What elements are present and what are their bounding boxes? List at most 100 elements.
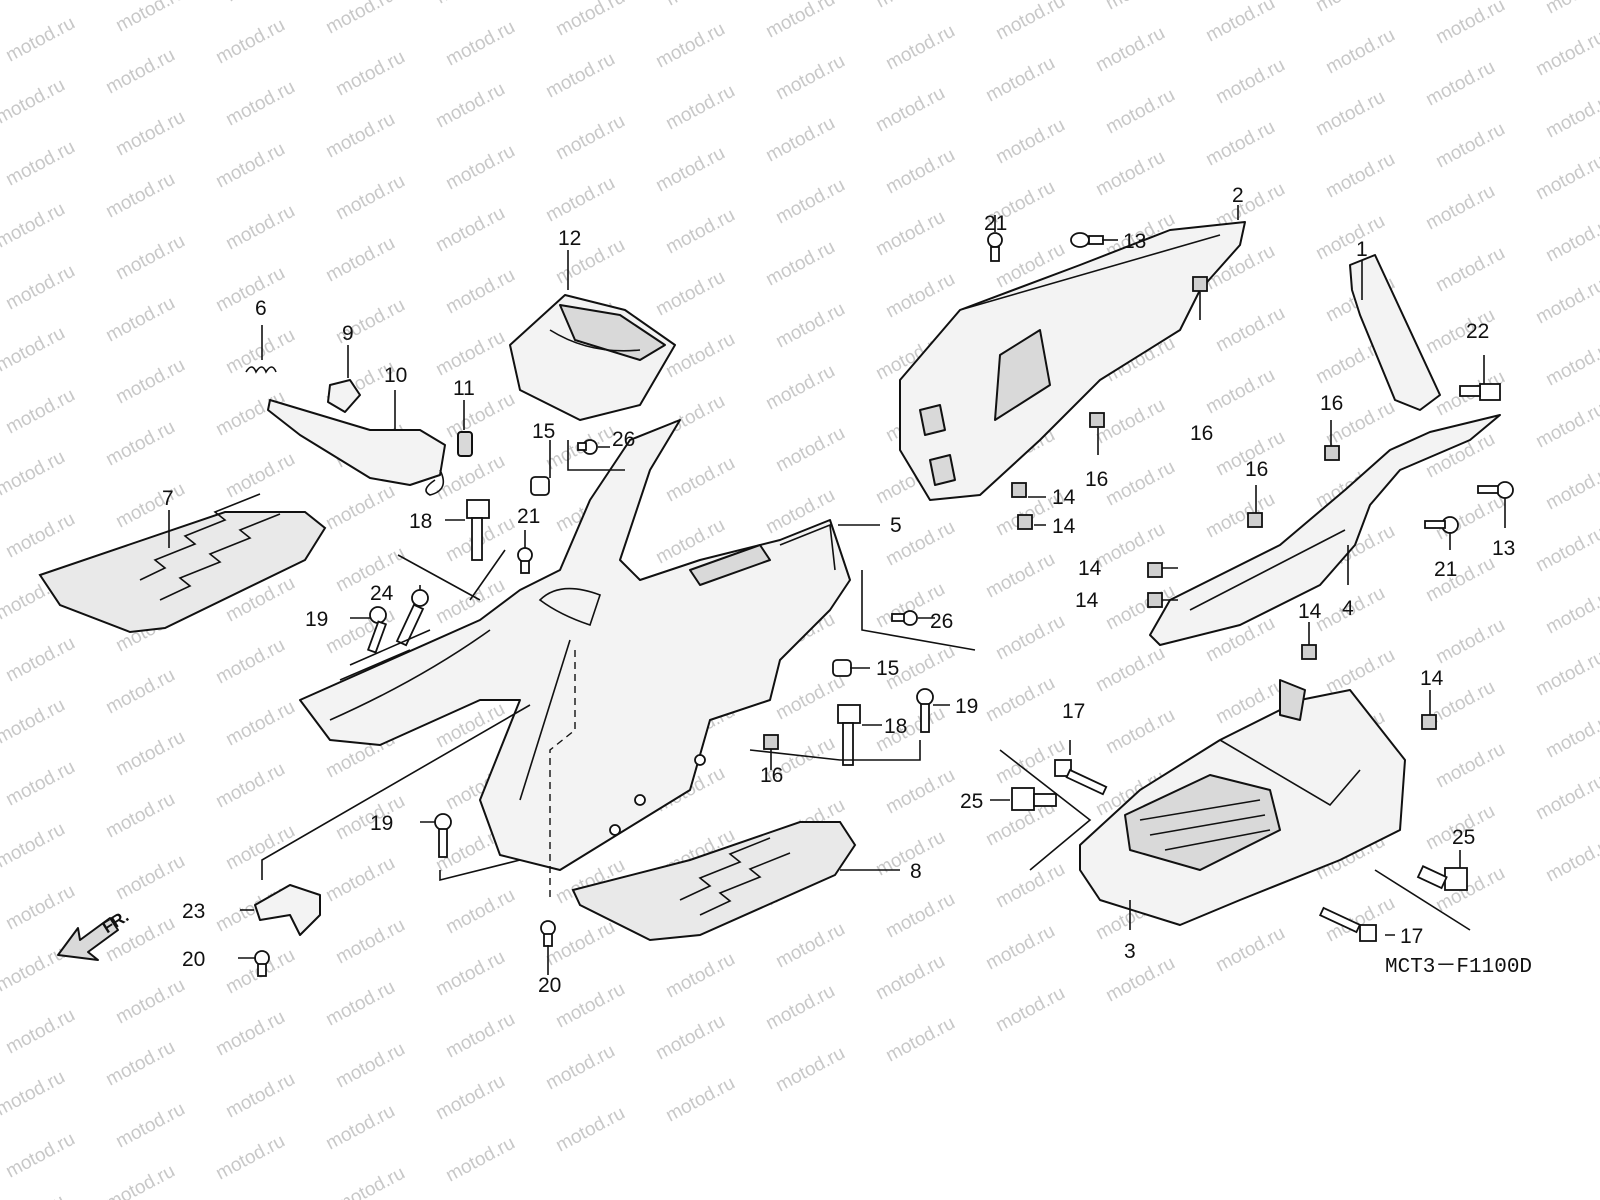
watermark-text: motod.ru xyxy=(432,79,508,133)
watermark-text: motod.ru xyxy=(332,47,408,101)
watermark-text: motod.ru xyxy=(1432,863,1508,917)
watermark-text: motod.ru xyxy=(662,949,738,1003)
watermark-text: motod.ru xyxy=(432,451,508,505)
callout-19: 19 xyxy=(955,695,978,718)
watermark-text: motod.ru xyxy=(542,1041,618,1095)
watermark-text: motod.ru xyxy=(652,143,728,197)
watermark-text: motod.ru xyxy=(442,141,518,195)
watermark-text: motod.ru xyxy=(1102,0,1178,14)
watermark-text: motod.ru xyxy=(102,1161,178,1200)
watermark-text: motod.ru xyxy=(0,1191,69,1200)
watermark-text: motod.ru xyxy=(652,19,728,73)
watermark-text: motod.ru xyxy=(1432,0,1508,48)
watermark-text: motod.ru xyxy=(222,77,298,131)
watermark-text: motod.ru xyxy=(222,821,298,875)
watermark-text: motod.ru xyxy=(2,137,78,191)
watermark-text: motod.ru xyxy=(112,1099,188,1153)
watermark-text: motod.ru xyxy=(222,201,298,255)
watermark-text: motod.ru xyxy=(222,0,298,6)
callout-17: 17 xyxy=(1062,700,1085,723)
watermark-text: motod.ru xyxy=(2,13,78,67)
callout-19: 19 xyxy=(305,608,328,631)
watermark-text: motod.ru xyxy=(662,329,738,383)
part-6-spring xyxy=(245,366,277,374)
watermark-text: motod.ru xyxy=(322,481,398,535)
watermark-text: motod.ru xyxy=(772,423,848,477)
watermark-text: motod.ru xyxy=(982,53,1058,107)
watermark-text: motod.ru xyxy=(212,139,288,193)
watermark-text: motod.ru xyxy=(992,0,1068,44)
callout-14: 14 xyxy=(1298,600,1322,623)
watermark-text: motod.ru xyxy=(0,323,69,377)
watermark-text: motod.ru xyxy=(442,885,518,939)
watermark-text: motod.ru xyxy=(112,107,188,161)
watermark-text: motod.ru xyxy=(332,1163,408,1200)
watermark-text: motod.ru xyxy=(1542,89,1600,143)
watermark-text: motod.ru xyxy=(1532,523,1600,577)
callout-21: 21 xyxy=(984,212,1007,235)
part-23-bracket xyxy=(254,884,321,936)
watermark-text: motod.ru xyxy=(552,0,628,40)
watermark-text: motod.ru xyxy=(2,633,78,687)
callout-21: 21 xyxy=(517,505,540,528)
watermark-text: motod.ru xyxy=(432,0,508,8)
watermark-text: motod.ru xyxy=(992,611,1068,665)
part-8-floor-mat-right xyxy=(571,821,857,942)
watermark-text: motod.ru xyxy=(1432,243,1508,297)
watermark-text: motod.ru xyxy=(1542,585,1600,639)
watermark-text: motod.ru xyxy=(662,453,738,507)
callout-20: 20 xyxy=(538,974,561,997)
watermark-text: motod.ru xyxy=(2,881,78,935)
watermark-text: motod.ru xyxy=(772,919,848,973)
callout-13: 13 xyxy=(1492,537,1515,560)
callout-2: 2 xyxy=(1232,184,1244,207)
callout-1: 1 xyxy=(1356,238,1368,261)
callout-7: 7 xyxy=(162,487,174,510)
callout-18: 18 xyxy=(884,715,907,738)
watermark-text: motod.ru xyxy=(762,981,838,1035)
watermark-text: motod.ru xyxy=(102,293,178,347)
watermark-text: motod.ru xyxy=(102,45,178,99)
callout-14: 14 xyxy=(1078,557,1102,580)
watermark-text: motod.ru xyxy=(2,757,78,811)
watermark-text: motod.ru xyxy=(882,1013,958,1067)
part-9-clip xyxy=(327,379,361,413)
callout-14: 14 xyxy=(1052,515,1076,538)
watermark-text: motod.ru xyxy=(1542,213,1600,267)
callout-23: 23 xyxy=(182,900,205,923)
watermark-text: motod.ru xyxy=(1102,953,1178,1007)
watermark-text: motod.ru xyxy=(1322,149,1398,203)
watermark-text: motod.ru xyxy=(1542,461,1600,515)
watermark-text: motod.ru xyxy=(662,1073,738,1127)
watermark-text: motod.ru xyxy=(332,1039,408,1093)
watermark-text: motod.ru xyxy=(1102,457,1178,511)
watermark-text: motod.ru xyxy=(1212,923,1288,977)
watermark-text: motod.ru xyxy=(662,0,738,10)
watermark-text: motod.ru xyxy=(652,267,728,321)
watermark-text: motod.ru xyxy=(1432,119,1508,173)
watermark-text: motod.ru xyxy=(102,665,178,719)
watermark-text: motod.ru xyxy=(982,549,1058,603)
watermark-text: motod.ru xyxy=(652,1011,728,1065)
callout-17: 17 xyxy=(1400,925,1423,948)
watermark-text: motod.ru xyxy=(0,943,69,997)
watermark-text: motod.ru xyxy=(552,979,628,1033)
watermark-text: motod.ru xyxy=(432,203,508,257)
watermark-text: motod.ru xyxy=(322,233,398,287)
watermark-text: motod.ru xyxy=(102,417,178,471)
watermark-text: motod.ru xyxy=(1542,709,1600,763)
callout-15: 15 xyxy=(876,657,899,680)
watermark-text: motod.ru xyxy=(882,765,958,819)
watermark-text: motod.ru xyxy=(0,447,69,501)
watermark-text: motod.ru xyxy=(1542,833,1600,887)
watermark-text: motod.ru xyxy=(222,697,298,751)
part-12-inner-box xyxy=(509,294,676,421)
watermark-text: motod.ru xyxy=(772,299,848,353)
callout-16: 16 xyxy=(760,764,783,787)
watermark-text: motod.ru xyxy=(0,199,69,253)
callout-24: 24 xyxy=(370,582,394,605)
watermark-text: motod.ru xyxy=(432,947,508,1001)
callout-4: 4 xyxy=(1342,597,1354,620)
watermark-text: motod.ru xyxy=(662,81,738,135)
watermark-text: motod.ru xyxy=(2,509,78,563)
